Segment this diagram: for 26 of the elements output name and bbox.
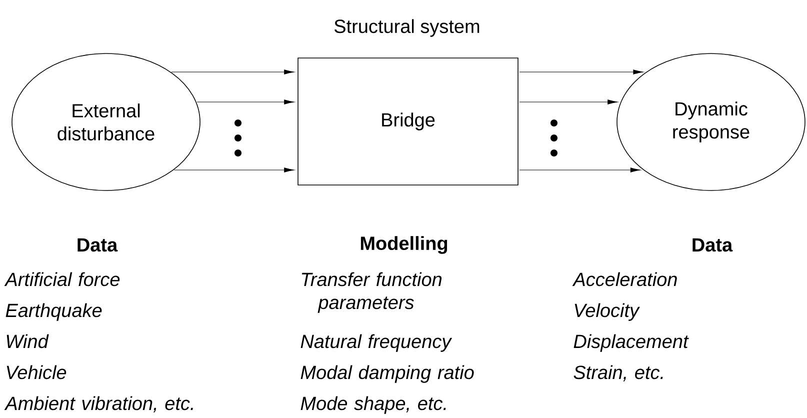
arrow (519, 100, 618, 104)
column-heading: Data (692, 238, 733, 252)
arrow (196, 100, 294, 104)
ellipse-node: Dynamic response (616, 53, 806, 191)
column-heading: Modelling (360, 236, 448, 254)
list-item: Vehicle (6, 365, 66, 380)
list-item: Modal damping ratio (300, 365, 474, 383)
column-heading: Data (78, 238, 118, 252)
list-item: Velocity (574, 303, 640, 321)
arrow (171, 70, 294, 74)
list-item: Transfer function parameters (302, 272, 442, 313)
list-item: Artificial force (4, 272, 120, 286)
list-item: Mode shape, etc. (300, 396, 446, 414)
arrow (174, 168, 294, 172)
list-item: Earthquake (6, 303, 102, 321)
list-item: Displacement (574, 334, 689, 352)
list-item: Wind (6, 334, 49, 348)
list-item: Natural frequency (300, 334, 452, 352)
list-item: Ambient vibration, etc. (4, 396, 193, 412)
system-box: Bridge (298, 58, 518, 186)
box-heading: Structural system (334, 19, 480, 37)
list-item: Acceleration (572, 272, 677, 286)
list-item: Strain, etc. (574, 365, 663, 382)
ellipse-node: External disturbance (12, 53, 200, 191)
arrow (519, 70, 644, 74)
arrow (519, 168, 641, 172)
